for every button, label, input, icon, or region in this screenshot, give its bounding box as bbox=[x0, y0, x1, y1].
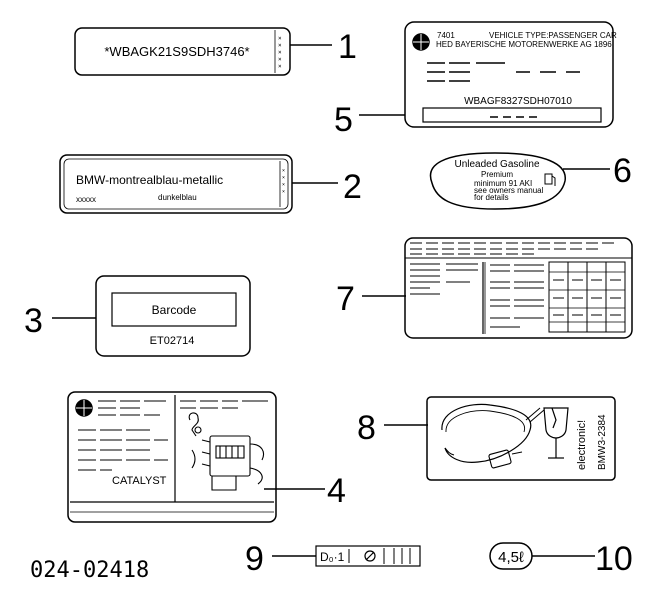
type-plate-number: 7401 bbox=[437, 31, 455, 40]
fuel-pump-icon bbox=[544, 173, 553, 185]
paint-label: × × × × bbox=[59, 154, 293, 214]
svg-text:×: × bbox=[278, 56, 282, 63]
svg-text:×: × bbox=[282, 182, 285, 188]
svg-text:×: × bbox=[282, 175, 285, 181]
symbol-strip-glyphs: D₀·1 bbox=[320, 550, 345, 564]
type-plate-vin: WBAGF8327SDH07010 bbox=[464, 96, 572, 107]
svg-text:×: × bbox=[282, 168, 285, 174]
callout-9: 9 bbox=[245, 540, 264, 578]
fuel-label bbox=[429, 152, 566, 210]
callout-1: 1 bbox=[338, 28, 357, 66]
callout-10: 10 bbox=[595, 540, 633, 578]
electronic-word: electronic! bbox=[576, 420, 588, 470]
svg-text:×: × bbox=[278, 42, 282, 49]
paint-code: xxxxx bbox=[76, 195, 96, 204]
fuel-line-4: for details bbox=[474, 193, 509, 202]
fuel-title: Unleaded Gasoline bbox=[454, 159, 539, 170]
svg-text:×: × bbox=[278, 49, 282, 56]
fuel-line-3: see owners manual bbox=[474, 186, 544, 195]
diagram-code: 024-02418 bbox=[30, 558, 149, 583]
barcode-label bbox=[95, 275, 251, 357]
tire-pressure-label bbox=[404, 237, 633, 339]
catalyst-label bbox=[67, 391, 277, 523]
vin-label-text: *WBAGK21S9SDH3746* bbox=[104, 44, 249, 59]
svg-text:×: × bbox=[282, 189, 285, 195]
barcode-code: ET02714 bbox=[150, 335, 195, 347]
type-plate-header-1: VEHICLE TYPE:PASSENGER CAR bbox=[489, 31, 617, 40]
callout-2: 2 bbox=[343, 168, 362, 206]
paint-subname: dunkelblau bbox=[158, 193, 197, 202]
electronic-code: BMW3-2384 bbox=[597, 414, 608, 470]
svg-text:×: × bbox=[278, 35, 282, 42]
barcode-box-text: Barcode bbox=[152, 303, 197, 317]
paint-name: BMW-montrealblau-metallic bbox=[76, 173, 223, 187]
catalyst-text: CATALYST bbox=[112, 475, 167, 487]
airbag-cable-icon bbox=[441, 403, 532, 463]
electronic-warning-label bbox=[426, 396, 616, 481]
no-symbol-icon bbox=[364, 550, 376, 562]
engine-diagram-icon bbox=[188, 412, 265, 491]
fuel-line-1: Premium bbox=[481, 170, 513, 179]
type-plate-label bbox=[404, 21, 614, 128]
callout-3: 3 bbox=[24, 302, 43, 340]
callout-5: 5 bbox=[334, 101, 353, 139]
callout-4: 4 bbox=[327, 472, 346, 510]
fragile-glass-icon bbox=[543, 407, 569, 459]
vin-label: × × × × × bbox=[74, 27, 291, 76]
fuel-line-2: minimum 91 AKI bbox=[474, 179, 532, 188]
oil-capacity-text: 4,5ℓ bbox=[498, 549, 524, 566]
type-plate-header-2: HED BAYERISCHE MOTORENWERKE AG 1896 bbox=[436, 40, 612, 49]
svg-text:×: × bbox=[278, 63, 282, 70]
callout-6: 6 bbox=[613, 152, 632, 190]
callout-7: 7 bbox=[336, 280, 355, 318]
symbol-strip-label: D₀·1 bbox=[315, 545, 421, 567]
callout-8: 8 bbox=[357, 409, 376, 447]
